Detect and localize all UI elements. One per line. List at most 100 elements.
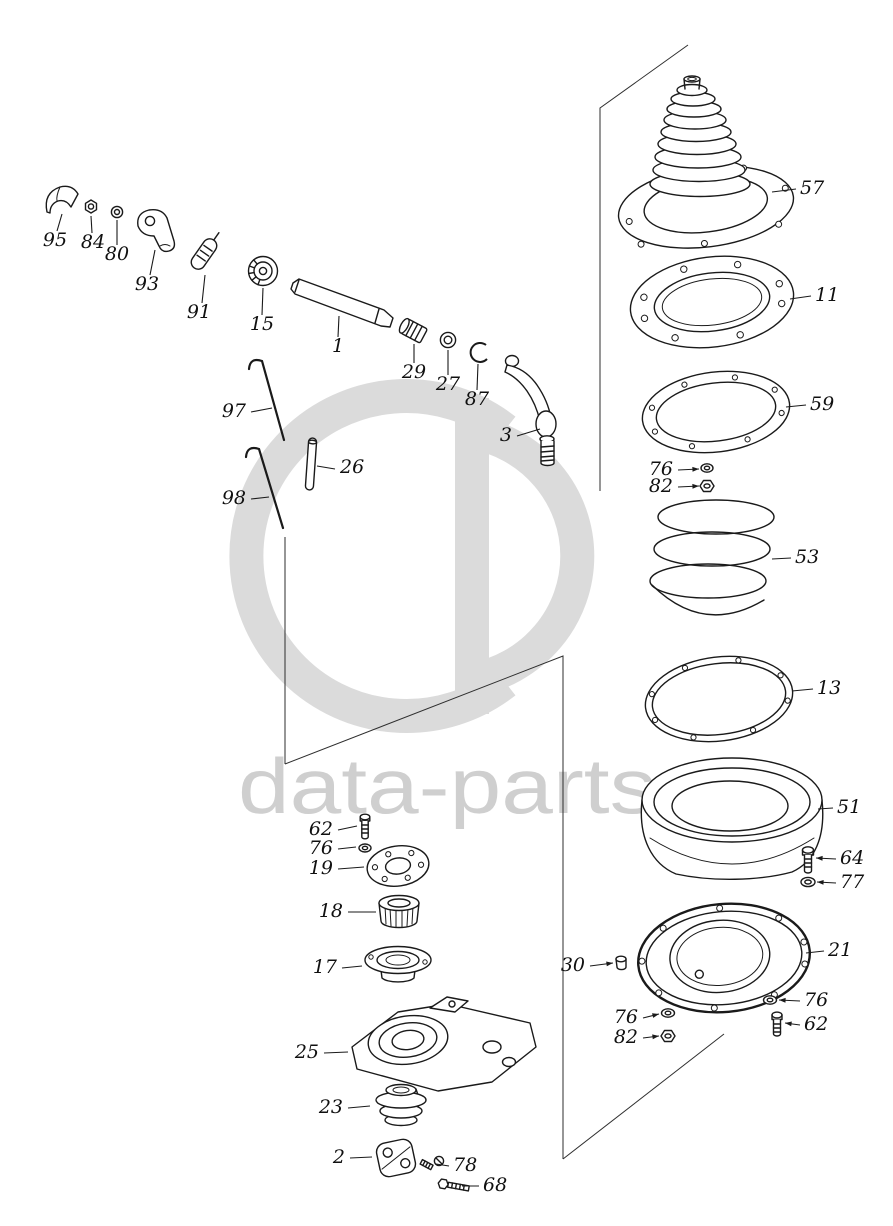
- leader-line-15: [261, 287, 264, 316]
- part-78-screw: [419, 1155, 445, 1171]
- leader-line-21: [805, 950, 825, 954]
- part-26-pin: [304, 437, 318, 491]
- part-13-gasket: [644, 655, 794, 743]
- leader-line-1: [337, 315, 340, 338]
- part-label-3: 3: [500, 424, 512, 446]
- part-label-87: 87: [465, 388, 490, 410]
- leader-arrow-77: [817, 879, 824, 885]
- section-plane-line-middle: [284, 655, 564, 1159]
- part-1-shaft: [290, 278, 394, 328]
- leader-line-23: [347, 1105, 371, 1109]
- brand-logo-icon: [229, 379, 595, 733]
- part-label-17: 17: [313, 956, 338, 978]
- leader-line-93: [149, 249, 156, 276]
- part-93-knob: [137, 208, 176, 253]
- part-95-cap: [45, 185, 79, 214]
- part-27-bushing: [439, 331, 457, 349]
- part-76-washer-center: [358, 843, 372, 853]
- part-57-boot: [617, 75, 795, 249]
- watermark: data-parts: [229, 379, 656, 830]
- part-label-59: 59: [810, 393, 834, 415]
- part-label-2: 2: [332, 1146, 345, 1168]
- part-label-23: 23: [318, 1096, 343, 1118]
- part-label-53: 53: [795, 546, 819, 568]
- leader-line-76: [337, 846, 357, 850]
- section-plane-line-bottom: [562, 1033, 725, 1160]
- part-label-25: 25: [294, 1041, 319, 1063]
- part-label-11: 11: [815, 284, 839, 306]
- part-label-76: 76: [309, 837, 333, 859]
- watermark-text: data-parts: [238, 742, 656, 830]
- leader-arrow-76: [692, 466, 699, 472]
- part-label-15: 15: [250, 313, 274, 335]
- leader-line-25: [323, 1051, 349, 1054]
- part-80-washer: [110, 205, 124, 219]
- part-label-62: 62: [804, 1013, 828, 1035]
- leader-line-26: [316, 465, 336, 470]
- part-18-bushing: [378, 894, 420, 929]
- part-label-64: 64: [840, 847, 864, 869]
- part-label-51: 51: [837, 796, 861, 818]
- part-label-19: 19: [309, 857, 333, 879]
- part-11-cover: [629, 255, 795, 349]
- part-label-84: 84: [81, 231, 105, 253]
- part-label-98: 98: [222, 487, 246, 509]
- part-91-pin: [190, 232, 220, 270]
- part-19-flange: [366, 845, 430, 887]
- leader-line-98: [250, 496, 270, 500]
- part-82-nut-left: [660, 1029, 676, 1043]
- leader-line-51: [817, 807, 834, 810]
- leader-line-95: [56, 213, 63, 232]
- leader-line-2: [349, 1156, 373, 1159]
- leader-line-97: [250, 407, 273, 413]
- part-30-cap: [615, 955, 627, 971]
- part-label-26: 26: [339, 456, 364, 478]
- part-77-washer: [800, 876, 816, 888]
- part-76-washer-upper: [700, 463, 714, 473]
- part-97-rod: [247, 358, 286, 442]
- part-68-bolt: [437, 1178, 470, 1192]
- leader-line-11: [789, 295, 812, 300]
- leader-line-19: [337, 866, 365, 870]
- part-25-bracket: [351, 996, 537, 1102]
- part-87-snap-ring: [469, 342, 488, 363]
- part-label-97: 97: [222, 400, 247, 422]
- part-62-bolt-right: [771, 1011, 783, 1037]
- part-3-lever-lower: [504, 354, 557, 467]
- part-label-62: 62: [309, 818, 333, 840]
- part-76-washer-left: [660, 1008, 676, 1018]
- leader-line-3: [516, 428, 541, 437]
- part-label-95: 95: [43, 229, 67, 251]
- part-64-bolt: [801, 846, 815, 874]
- part-label-21: 21: [827, 939, 852, 961]
- part-84-nut: [84, 199, 98, 214]
- leader-line-84: [90, 215, 93, 234]
- part-label-18: 18: [319, 900, 343, 922]
- part-62-bolt-center: [359, 813, 371, 840]
- part-51-housing: [640, 757, 824, 880]
- part-label-57: 57: [800, 177, 825, 199]
- leader-arrow-30: [606, 961, 613, 967]
- leader-arrow-76: [779, 997, 786, 1003]
- part-label-76: 76: [804, 989, 828, 1011]
- part-23-boot: [375, 1083, 427, 1127]
- part-label-76: 76: [649, 458, 673, 480]
- part-label-77: 77: [840, 871, 865, 893]
- part-label-78: 78: [453, 1154, 477, 1176]
- part-98-rod: [244, 446, 285, 530]
- part-label-1: 1: [332, 335, 344, 357]
- leader-line-62: [337, 825, 358, 831]
- part-17-bushing: [364, 945, 432, 983]
- part-53-spring: [649, 499, 775, 616]
- part-label-80: 80: [105, 243, 129, 265]
- part-label-76: 76: [614, 1006, 638, 1028]
- part-76-washer-right: [762, 995, 778, 1005]
- leader-line-91: [201, 274, 206, 304]
- part-label-68: 68: [483, 1174, 507, 1196]
- leader-line-17: [341, 965, 363, 969]
- leader-line-59: [785, 404, 807, 408]
- leader-line-13: [791, 688, 814, 692]
